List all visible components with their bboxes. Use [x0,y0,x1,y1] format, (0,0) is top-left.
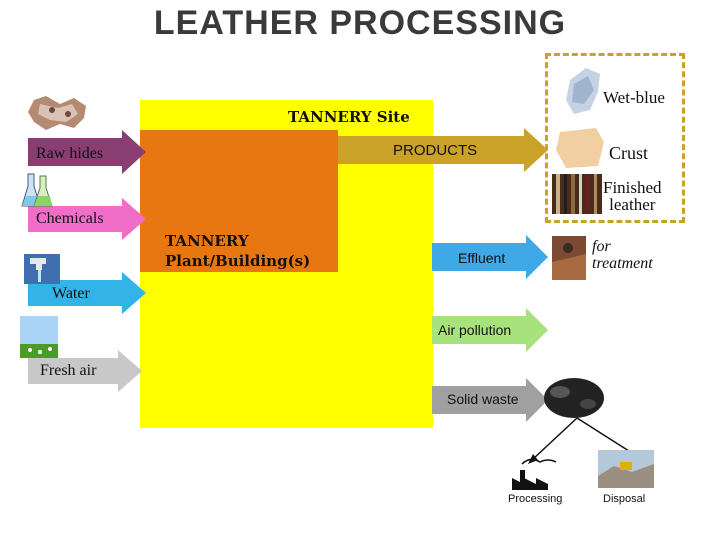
wet-blue-label: Wet-blue [603,88,665,107]
plant-label-line1: TANNERY [165,232,249,250]
chemicals-flasks-image [21,173,53,207]
crust-label: Crust [609,143,649,163]
raw-hides-image [28,96,86,130]
effluent-label: Effluent [458,250,506,266]
chemicals-arrow [28,198,146,240]
effluent-treatment-image [552,236,586,280]
solid-waste-image [544,378,604,418]
raw-hides-label: Raw hides [36,145,104,162]
products-arrow [338,128,548,172]
for-treatment-line1: for [592,238,611,255]
solid-waste-label: Solid waste [447,391,519,407]
fresh-air-image [20,316,58,358]
disposal-label: Disposal [603,493,646,505]
tannery-plant-label: TANNERY Plant/Building(s) [165,231,310,271]
products-label: PRODUCTS [393,142,478,159]
for-treatment-line2: treatment [592,255,653,272]
finished-leather-line2: leather [609,195,656,214]
water-tap-image [24,254,60,284]
products-frame [545,53,685,223]
fresh-air-label: Fresh air [40,362,97,379]
tannery-plant-box [140,130,338,272]
air-pollution-arrow [432,308,548,352]
tannery-site-label: TANNERY Site [288,108,410,126]
plant-label-line2: Plant/Building(s) [165,252,311,270]
air-pollution-label: Air pollution [438,322,512,338]
effluent-arrow [432,235,548,279]
finished-leather-line1: Finished [603,178,662,197]
solid-waste-arrow [432,378,548,422]
fresh-air-arrow [28,350,142,392]
chemicals-label: Chemicals [36,210,104,227]
crust-image [556,128,604,168]
raw-hides-arrow [28,130,146,174]
finished-leather-image [552,174,602,214]
processing-label: Processing [508,493,563,505]
wet-blue-image [566,68,600,114]
page-title: LEATHER PROCESSING [153,4,567,42]
factory-icon [512,458,557,490]
waste-to-processing-line [531,417,578,461]
finished-leather-label: Finished leather [603,179,662,213]
landfill-image [598,450,654,488]
for-treatment-label: for treatment [592,238,653,272]
water-label: Water [52,285,90,302]
